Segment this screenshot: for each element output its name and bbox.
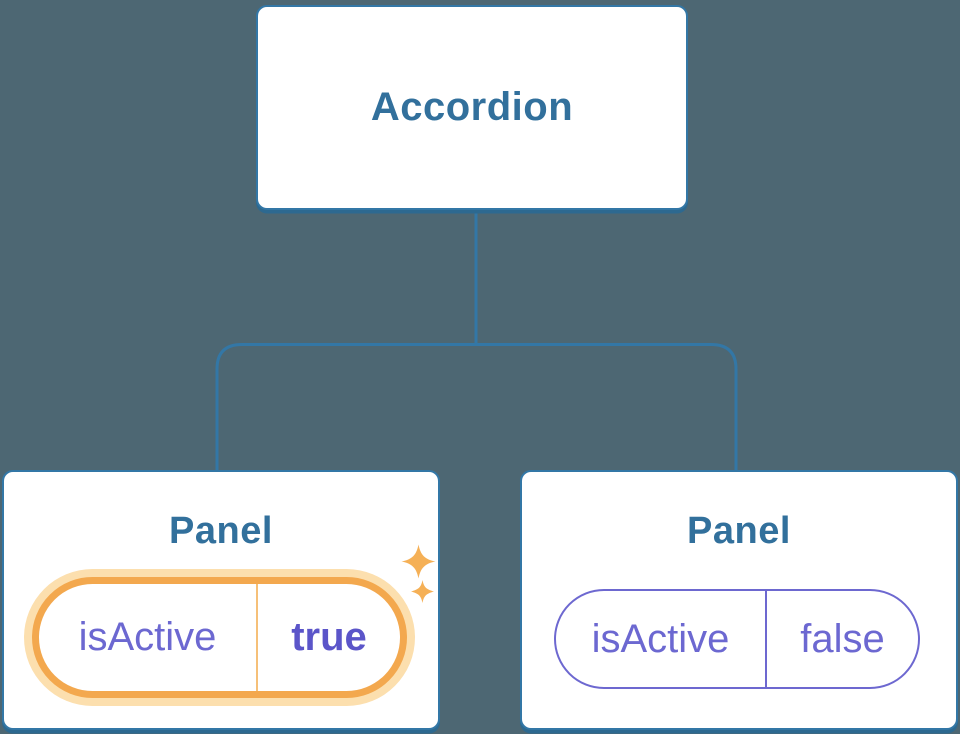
accordion-node-label: Accordion bbox=[370, 85, 574, 129]
accordion-node: Accordion bbox=[256, 5, 688, 210]
state-key-label: isActive bbox=[591, 616, 730, 661]
state-key-cell: isActive bbox=[556, 591, 767, 687]
panel-title: Panel bbox=[687, 510, 791, 552]
state-key-cell: isActive bbox=[39, 584, 258, 691]
panel-node-inactive: Panel isActive false bbox=[520, 470, 958, 730]
state-pill-active: isActive true bbox=[32, 577, 407, 698]
state-key-label: isActive bbox=[78, 615, 217, 659]
state-value-cell: false bbox=[767, 591, 918, 687]
panel-title: Panel bbox=[169, 510, 273, 552]
sparkles-icon bbox=[401, 544, 436, 603]
state-value-cell: true bbox=[258, 584, 400, 691]
panel-node-active: Panel isActive true bbox=[2, 470, 440, 730]
state-value-label: false bbox=[800, 616, 885, 661]
state-value-label: true bbox=[291, 615, 367, 659]
state-pill-inactive: isActive false bbox=[554, 589, 920, 689]
